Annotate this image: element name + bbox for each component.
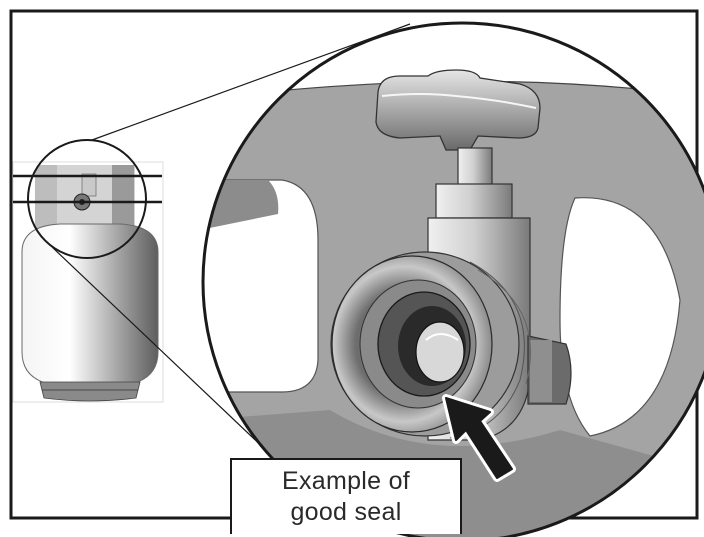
callout-label: Example of good seal <box>281 467 411 526</box>
arrow-icon <box>442 394 516 482</box>
magnifier-small-circle <box>27 139 147 259</box>
callout-box: Example of good seal <box>230 458 462 534</box>
valve-icon <box>330 69 572 441</box>
zoom-connector-top <box>91 23 411 141</box>
zoom-connector-bottom <box>51 246 291 474</box>
magnifier-large-circle <box>201 21 704 537</box>
